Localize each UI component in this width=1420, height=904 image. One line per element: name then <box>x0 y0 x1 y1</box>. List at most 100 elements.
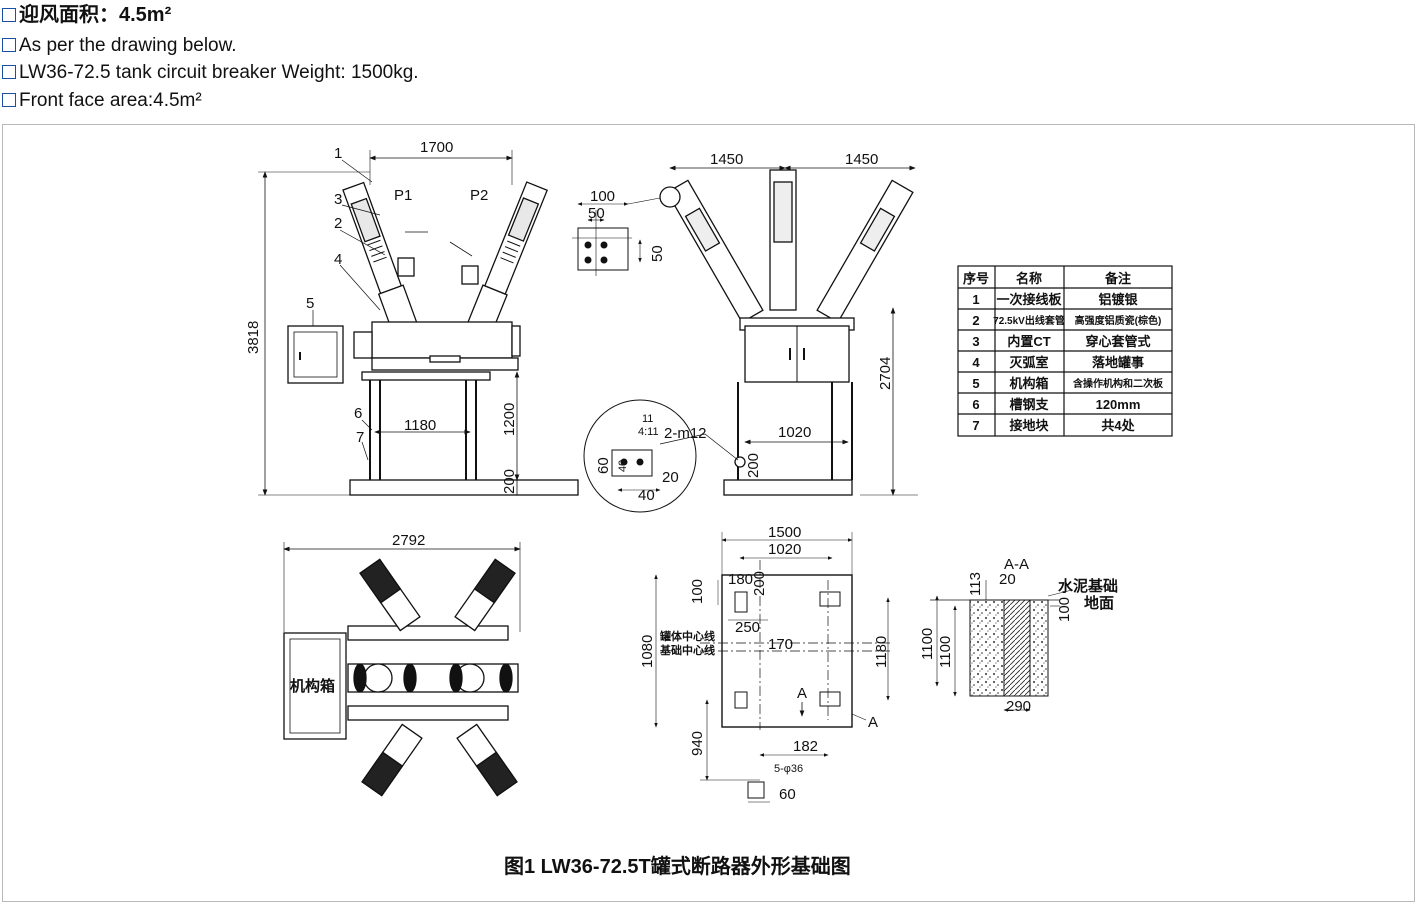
section-title: A-A <box>1004 556 1029 573</box>
table-cell: 落地罐事 <box>1092 355 1144 370</box>
dim-940: 940 <box>689 731 706 756</box>
ground-detail-labels: 11 4:11 2-m12 60 40 20 40 <box>595 413 707 504</box>
base-centerline-label: 基础中心线 <box>659 643 715 657</box>
dim-200-side: 200 <box>745 453 762 478</box>
table-cell: 一次接线板 <box>996 292 1062 307</box>
table-cell: 机构箱 <box>1009 376 1048 391</box>
table-cell: 内置CT <box>1007 334 1050 349</box>
parts-table-text: 序号 名称 备注 1 一次接线板 铝镀银 2 72.5kV出线套管 高强度铝质瓷… <box>963 271 1164 433</box>
foundation-plan-labels: 1500 1020 180 200 100 250 170 1080 1180 … <box>639 524 890 803</box>
dim-1700: 1700 <box>420 139 453 156</box>
ratio-4-11: 4:11 <box>638 426 659 438</box>
part-label-5: 5 <box>306 295 314 312</box>
part-label-7: 7 <box>356 429 364 446</box>
spec-line-weight: LW36-72.5 tank circuit breaker Weight: 1… <box>2 62 419 84</box>
front-view-labels: 1700 3818 1180 1200 200 1 3 2 4 5 6 7 P1… <box>245 139 518 494</box>
figure-caption: 图1 LW36-72.5T罐式断路器外形基础图 <box>504 856 851 878</box>
top-view <box>283 542 521 797</box>
dim-1180: 1180 <box>404 417 436 434</box>
dim-250: 250 <box>735 619 760 636</box>
dim-100: 100 <box>590 188 615 205</box>
table-cell: 穿心套管式 <box>1085 334 1150 349</box>
table-cell: 5 <box>972 376 979 391</box>
table-cell: 4 <box>972 355 980 370</box>
table-cell: 铝镀银 <box>1098 292 1138 307</box>
checkbox-icon <box>2 93 16 107</box>
ground-detail <box>583 399 739 513</box>
table-cell: 灭弧室 <box>1008 355 1048 370</box>
dim-113: 113 <box>967 572 984 596</box>
dim-1100-left: 1100 <box>919 628 936 660</box>
dim-1200: 1200 <box>501 403 518 436</box>
dim-290: 290 <box>1006 698 1031 715</box>
holes-5-phi36: 5-φ36 <box>774 763 803 775</box>
dim-50-vertical: 50 <box>649 245 666 262</box>
part-label-4: 4 <box>334 251 342 268</box>
section-aa-labels: A-A 113 20 100 1100 1100 290 水泥基础 地面 <box>919 556 1118 715</box>
dim-1100-right: 1100 <box>937 636 954 668</box>
foundation-plan <box>654 532 890 803</box>
table-cell: 含操作机构和二次板 <box>1073 377 1164 390</box>
dim-200-plan: 200 <box>751 571 768 596</box>
dim-1450-left: 1450 <box>710 151 743 168</box>
section-mark-a: A <box>797 685 807 702</box>
dim-1450-right: 1450 <box>845 151 878 168</box>
dim-11: 11 <box>642 413 653 425</box>
dim-1180-plan: 1180 <box>873 636 890 668</box>
dim-50: 50 <box>588 205 605 222</box>
table-cell: 7 <box>972 418 979 433</box>
part-label-6: 6 <box>354 405 362 422</box>
spec-line-cn: 迎风面积：4.5m² <box>2 4 171 27</box>
section-mark-a-right: A <box>868 714 878 731</box>
dim-40: 40 <box>638 487 655 504</box>
table-header-note: 备注 <box>1104 271 1131 286</box>
dim-100-section: 100 <box>1056 597 1073 622</box>
mechanism-box-label: 机构箱 <box>290 677 335 695</box>
dim-100-plan: 100 <box>689 579 706 604</box>
cement-foundation-label: 水泥基础 <box>1058 577 1118 595</box>
terminal-detail <box>572 197 661 276</box>
dim-182: 182 <box>793 738 818 755</box>
table-cell: 1 <box>972 292 979 307</box>
dim-3818: 3818 <box>245 321 262 354</box>
drawing-frame <box>2 124 1415 902</box>
dim-60-plan: 60 <box>779 786 796 803</box>
dim-180: 180 <box>728 571 753 588</box>
dim-1500: 1500 <box>768 524 801 541</box>
part-label-1: 1 <box>334 145 342 162</box>
table-header-no: 序号 <box>963 271 989 286</box>
table-cell: 接地块 <box>1009 418 1049 433</box>
table-cell: 3 <box>972 334 979 349</box>
dim-20-section: 20 <box>999 571 1016 588</box>
dim-40-vertical: 40 <box>617 460 629 472</box>
part-label-3: 3 <box>334 191 342 208</box>
table-cell: 72.5kV出线套管 <box>993 314 1065 327</box>
table-cell: 120mm <box>1096 397 1141 412</box>
dim-200: 200 <box>501 469 518 494</box>
dim-1020-plan: 1020 <box>768 541 801 558</box>
spec-line-area: Front face area:4.5m² <box>2 90 202 112</box>
parts-table <box>957 265 1173 437</box>
side-view-labels: 1450 1450 2704 1020 200 <box>710 151 894 478</box>
dim-60: 60 <box>595 457 612 474</box>
terminal-detail-labels: 100 50 50 <box>588 188 666 262</box>
ground-label: 地面 <box>1084 594 1114 612</box>
checkbox-icon <box>2 65 16 79</box>
dim-170: 170 <box>768 636 793 653</box>
hole-2-m12: 2-m12 <box>664 425 707 442</box>
checkbox-icon <box>2 8 16 22</box>
section-aa <box>930 580 1073 712</box>
part-label-2: 2 <box>334 215 342 232</box>
table-header-name: 名称 <box>1016 271 1042 286</box>
table-cell: 槽钢支 <box>1009 397 1049 412</box>
dim-1020: 1020 <box>778 424 811 441</box>
table-cell: 高强度铝质瓷(棕色) <box>1075 314 1162 327</box>
top-view-labels: 2792 机构箱 <box>290 532 425 695</box>
checkbox-icon <box>2 38 16 52</box>
dim-20: 20 <box>662 469 679 486</box>
dim-2704: 2704 <box>877 357 894 390</box>
table-cell: 共4处 <box>1101 418 1135 433</box>
table-cell: 2 <box>972 313 979 328</box>
dim-2792: 2792 <box>392 532 425 549</box>
